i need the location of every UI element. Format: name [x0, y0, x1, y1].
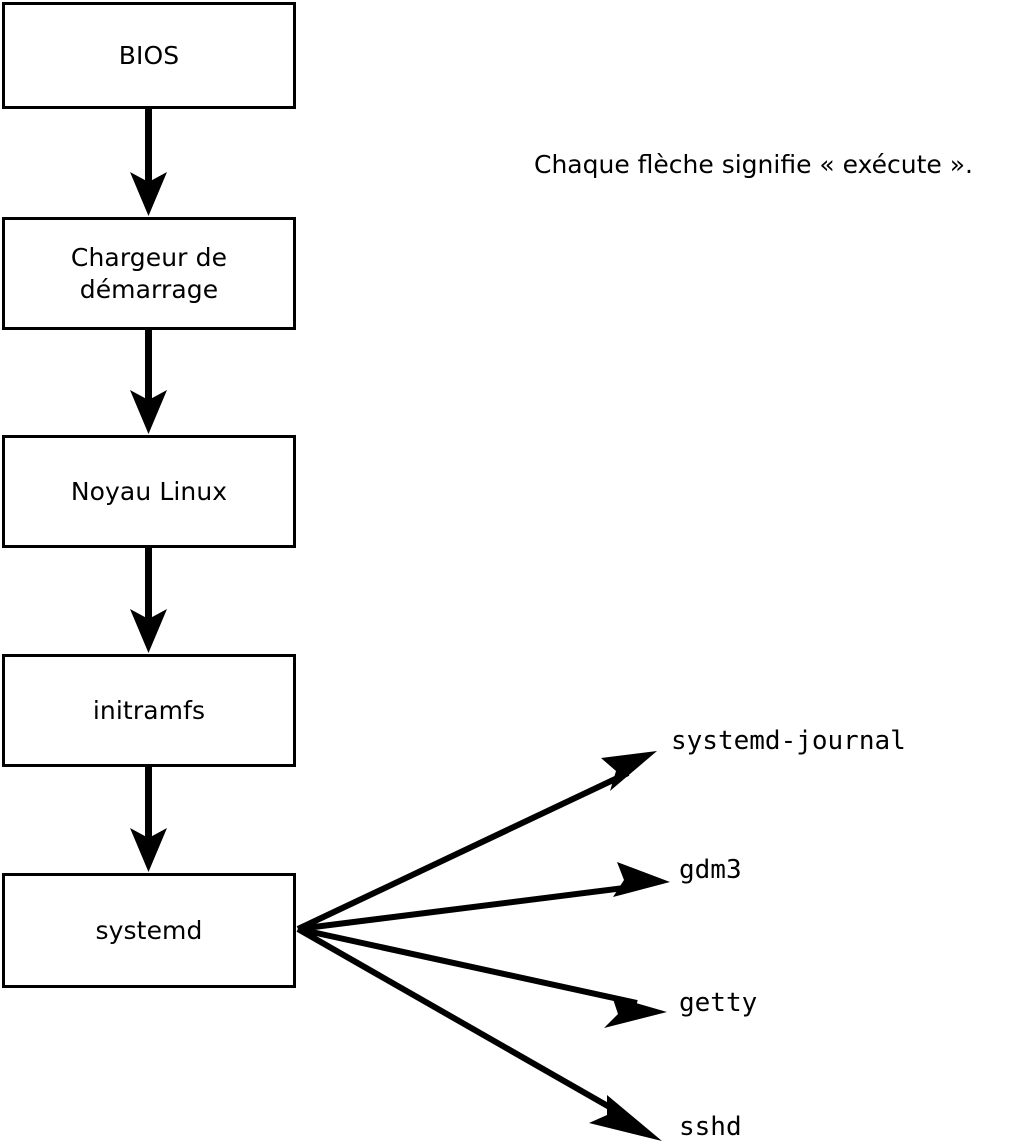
arrow-kernel-to-initramfs: [130, 548, 167, 653]
node-systemd[interactable]: systemd: [2, 873, 296, 988]
arrow-bootloader-to-kernel: [130, 330, 167, 434]
arrow-systemd-to-getty: [297, 926, 667, 1028]
node-linux-kernel[interactable]: Noyau Linux: [2, 435, 296, 548]
arrow-bios-to-bootloader: [130, 109, 167, 216]
node-initramfs[interactable]: initramfs: [2, 654, 296, 767]
arrow-initramfs-to-systemd: [130, 767, 167, 872]
node-service-gdm3[interactable]: gdm3: [679, 855, 742, 885]
arrow-systemd-to-sshd: [296, 926, 662, 1141]
diagram-caption: Chaque flèche signifie « exécute ».: [534, 150, 973, 179]
node-service-sshd[interactable]: sshd: [679, 1112, 742, 1142]
arrow-systemd-to-systemd-journal: [296, 751, 657, 932]
node-service-getty[interactable]: getty: [679, 988, 758, 1018]
node-bootloader[interactable]: Chargeur de démarrage: [2, 217, 296, 330]
node-bios[interactable]: BIOS: [2, 2, 296, 109]
node-service-systemd-journal[interactable]: systemd-journal: [671, 726, 906, 756]
arrow-systemd-to-gdm3: [297, 862, 670, 932]
